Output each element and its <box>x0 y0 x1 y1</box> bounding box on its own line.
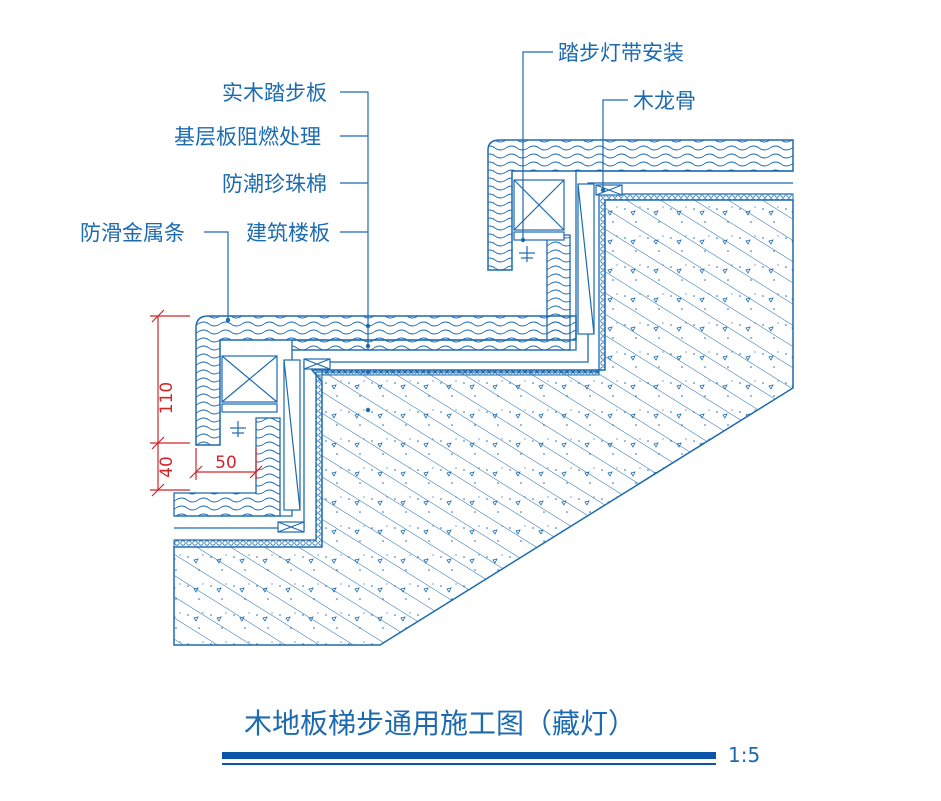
upper-step-tread <box>487 139 794 271</box>
label-anti-slip-metal-strip: 防滑金属条 <box>80 221 185 245</box>
label-building-floor-slab: 建筑楼板 <box>246 221 330 245</box>
dim-riser-height: 110 <box>157 382 177 414</box>
label-solid-wood-tread: 实木踏步板 <box>222 81 327 105</box>
label-moisture-pearl-cotton: 防潮珍珠棉 <box>222 172 327 196</box>
lower-light-fixture-icon <box>230 421 246 437</box>
dim-lip-height: 40 <box>157 456 177 478</box>
upper-wood-keel <box>513 179 623 335</box>
label-step-light-strip: 踏步灯带安装 <box>558 41 684 65</box>
leader-dots <box>225 187 606 413</box>
lower-step-tread <box>195 315 577 446</box>
upper-light-fixture-icon <box>519 246 535 262</box>
title-underline-thin <box>222 763 716 765</box>
dim-lip-width: 50 <box>215 453 237 473</box>
leader-lines <box>204 51 628 350</box>
title-underline-thick <box>222 752 716 759</box>
drawing-scale: 1:5 <box>728 743 760 767</box>
dimension-lines <box>150 309 263 497</box>
drawing-title: 木地板梯步通用施工图（藏灯） <box>244 707 636 740</box>
lower-wood-keel <box>221 355 331 533</box>
lower-riser <box>173 417 281 517</box>
label-base-board-fireproof: 基层板阻燃处理 <box>174 125 321 149</box>
label-wood-keel: 木龙骨 <box>633 89 696 113</box>
